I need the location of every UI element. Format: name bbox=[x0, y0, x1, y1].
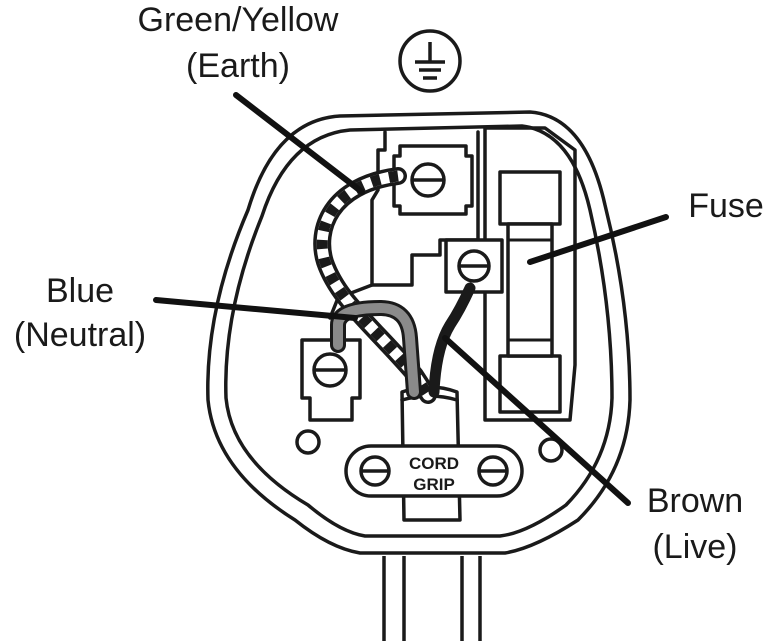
cable bbox=[372, 556, 482, 641]
plug-body-inner-rim bbox=[224, 124, 614, 538]
mould-hole-right bbox=[538, 437, 564, 463]
live-wire bbox=[428, 282, 476, 398]
earth-label-line2: (Earth) bbox=[186, 47, 290, 85]
neutral-label-line2: (Neutral) bbox=[14, 316, 146, 354]
live-label-line1: Brown bbox=[647, 482, 743, 520]
neutral-terminal bbox=[300, 338, 362, 422]
earth-ground-icon bbox=[398, 29, 462, 93]
cord-grip-label-line1: CORD bbox=[409, 454, 459, 473]
fuse-leader-line bbox=[527, 214, 669, 265]
live-leader-line bbox=[442, 335, 631, 506]
earth-terminal bbox=[392, 144, 474, 216]
neutral-label-line1: Blue bbox=[46, 272, 114, 310]
fuse-label: Fuse bbox=[688, 187, 764, 225]
earth-leader-line bbox=[233, 92, 365, 195]
mould-hole-left bbox=[295, 429, 321, 455]
neutral-leader-line bbox=[153, 297, 358, 321]
cord-grip: CORD GRIP bbox=[344, 444, 524, 498]
live-label-line2: (Live) bbox=[652, 528, 737, 566]
live-terminal bbox=[444, 238, 504, 294]
fuse-cartridge bbox=[506, 222, 554, 358]
earth-wire bbox=[313, 167, 437, 404]
earth-label-line1: Green/Yellow bbox=[138, 1, 339, 39]
cord-grip-label-line2: GRIP bbox=[413, 475, 455, 494]
